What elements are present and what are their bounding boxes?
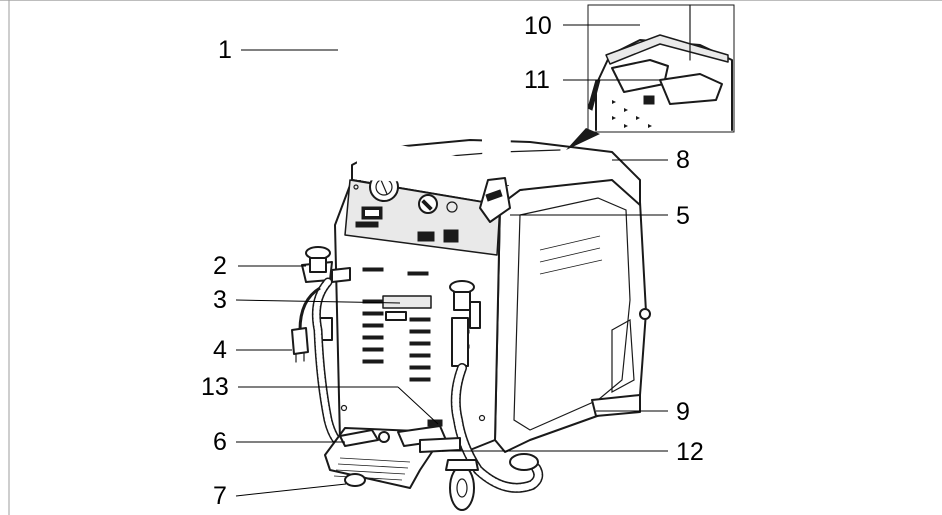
front-vents bbox=[362, 267, 470, 382]
leader-lines bbox=[235, 24, 668, 497]
foot-pedal-base bbox=[324, 419, 461, 489]
handle-grip bbox=[479, 177, 511, 223]
inset-detail bbox=[566, 4, 735, 150]
callout-12: 12 bbox=[676, 438, 704, 466]
handle-frame bbox=[291, 12, 511, 186]
callout-11: 11 bbox=[524, 66, 550, 94]
power-plug bbox=[291, 286, 321, 363]
callout-1: 1 bbox=[218, 36, 232, 64]
callout-2: 2 bbox=[213, 252, 227, 280]
callout-6: 6 bbox=[213, 428, 227, 456]
callout-labels: 1 2 3 4 5 6 7 8 9 10 11 12 13 bbox=[201, 12, 704, 510]
callout-10: 10 bbox=[524, 12, 552, 40]
callout-4: 4 bbox=[213, 336, 227, 364]
callout-8: 8 bbox=[676, 146, 690, 174]
right-torch-holder bbox=[449, 280, 481, 367]
front-plate bbox=[382, 295, 432, 309]
callout-13: 13 bbox=[201, 373, 229, 401]
callout-7: 7 bbox=[213, 482, 227, 510]
callout-3: 3 bbox=[213, 286, 227, 314]
callout-9: 9 bbox=[676, 398, 690, 426]
left-torch-holder bbox=[301, 246, 351, 341]
callout-5: 5 bbox=[676, 202, 690, 230]
side-vents bbox=[539, 235, 603, 275]
